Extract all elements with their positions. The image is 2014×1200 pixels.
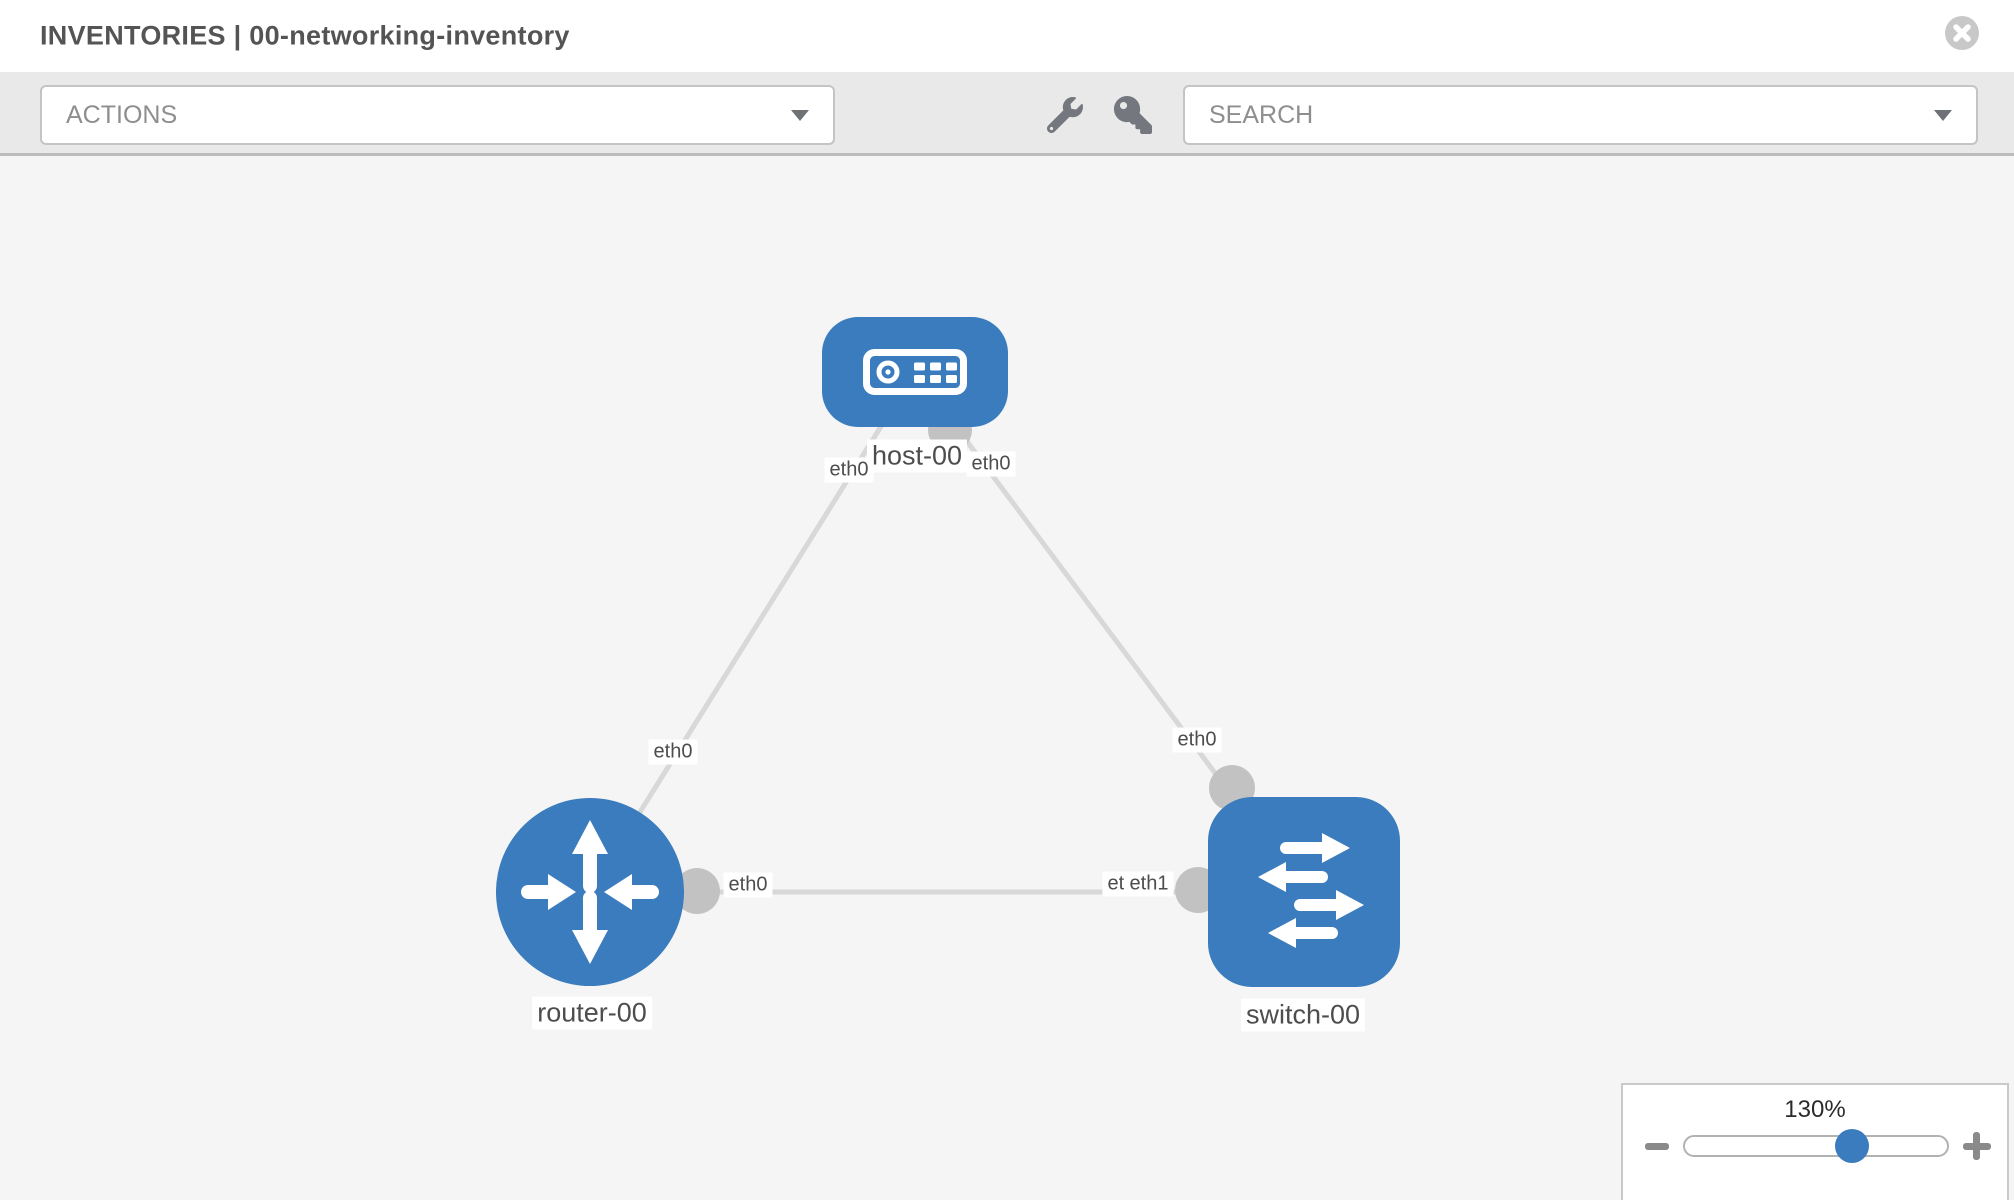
node-router-00[interactable]	[496, 798, 684, 986]
iface-label-switch-link: eth0	[1172, 727, 1222, 753]
search-dropdown[interactable]: SEARCH	[1183, 85, 1978, 145]
iface-label-host-left: eth0	[824, 457, 874, 483]
credentials-button[interactable]	[1114, 96, 1152, 134]
node-host-00[interactable]	[822, 317, 1008, 427]
host-icon	[863, 349, 967, 395]
connector-router-right	[674, 868, 720, 914]
zoom-level-value: 130%	[1784, 1096, 1846, 1123]
zoom-slider[interactable]	[1682, 1129, 1949, 1163]
chevron-down-icon	[791, 110, 809, 121]
wrench-icon	[1046, 97, 1083, 134]
close-icon	[1945, 16, 1979, 50]
iface-label-router-right: eth0	[723, 872, 773, 898]
zoom-out-icon[interactable]	[1645, 1142, 1669, 1150]
node-label-host: host-00	[866, 439, 968, 473]
actions-dropdown-label: ACTIONS	[66, 100, 178, 129]
search-placeholder: SEARCH	[1209, 100, 1314, 129]
chevron-down-icon	[1934, 110, 1952, 121]
close-button[interactable]	[1945, 16, 1979, 50]
actions-dropdown[interactable]: ACTIONS	[40, 85, 835, 145]
zoom-panel: 130%	[1621, 1083, 2009, 1200]
node-switch-00[interactable]	[1208, 797, 1400, 987]
iface-label-host-right: eth0	[966, 451, 1016, 477]
iface-label-router-link: eth0	[648, 739, 698, 765]
configure-button[interactable]	[1046, 97, 1083, 134]
router-icon	[521, 820, 659, 964]
toolbar: ACTIONS SEARCH	[0, 72, 2014, 156]
key-icon	[1114, 96, 1152, 134]
node-label-router: router-00	[532, 996, 652, 1030]
page-title: INVENTORIES | 00-networking-inventory	[40, 20, 570, 51]
zoom-slider-knob[interactable]	[1835, 1129, 1870, 1163]
header: INVENTORIES | 00-networking-inventory	[0, 0, 2014, 72]
iface-label-switch-eth1: eth1	[1124, 871, 1174, 897]
node-label-switch: switch-00	[1240, 998, 1366, 1032]
zoom-in-icon[interactable]	[1962, 1132, 1992, 1160]
switch-icon	[1258, 833, 1364, 948]
topology-canvas[interactable]: host-00 router-00 switch-00 eth0 eth0 et…	[0, 156, 2014, 1200]
links-layer	[587, 370, 1307, 914]
